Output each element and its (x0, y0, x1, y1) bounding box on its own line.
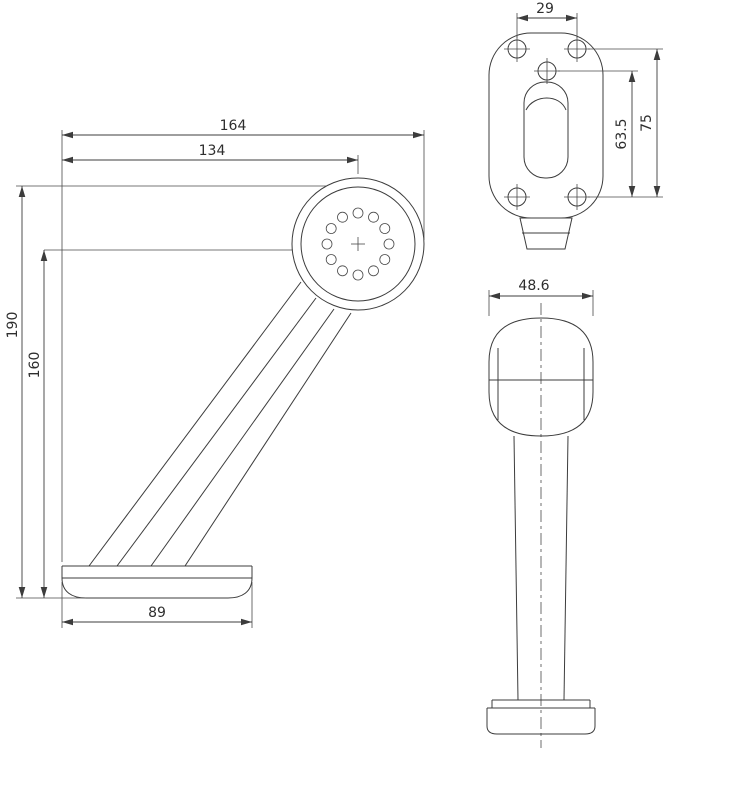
side-view: 164 134 190 160 (5, 118, 425, 628)
stalk-cross-section (523, 81, 569, 179)
dimension-190: 190 (5, 185, 327, 599)
dim-label-63-5: 63.5 (614, 118, 630, 149)
lamp-lens-inner (300, 186, 416, 302)
dim-label-48-6: 48.6 (518, 278, 549, 294)
dim-label-29: 29 (536, 1, 554, 17)
mounting-base-side (61, 565, 253, 599)
front-view: 48.6 (486, 278, 596, 748)
dimension-63-5: 63.5 (558, 70, 663, 198)
dimension-134: 134 (62, 143, 359, 174)
lamp-lens-outer (291, 177, 425, 311)
dimension-29: 29 (516, 1, 578, 38)
lamp-head (291, 177, 425, 311)
top-view: 29 63.5 75 (488, 1, 663, 250)
lamp-arm (88, 281, 352, 567)
dim-label-134: 134 (199, 143, 226, 159)
led-ring (321, 207, 395, 281)
dim-label-89: 89 (148, 605, 166, 621)
dimension-75: 75 (588, 48, 663, 197)
dim-label-164: 164 (220, 118, 247, 134)
dim-label-160: 160 (27, 352, 43, 379)
center-mark (351, 237, 365, 251)
base-outline-top (488, 32, 604, 219)
dim-label-75: 75 (639, 114, 655, 132)
base-front (486, 699, 596, 735)
dimension-89: 89 (61, 582, 253, 628)
stalk-front (513, 435, 569, 701)
neck-below-base (519, 217, 573, 250)
dimension-48-6: 48.6 (488, 278, 594, 316)
dim-label-190: 190 (5, 312, 21, 339)
lamp-head-front (488, 317, 594, 437)
dimension-164: 164 (61, 118, 425, 562)
dimension-160: 160 (27, 249, 293, 598)
mounting-holes (504, 36, 590, 210)
